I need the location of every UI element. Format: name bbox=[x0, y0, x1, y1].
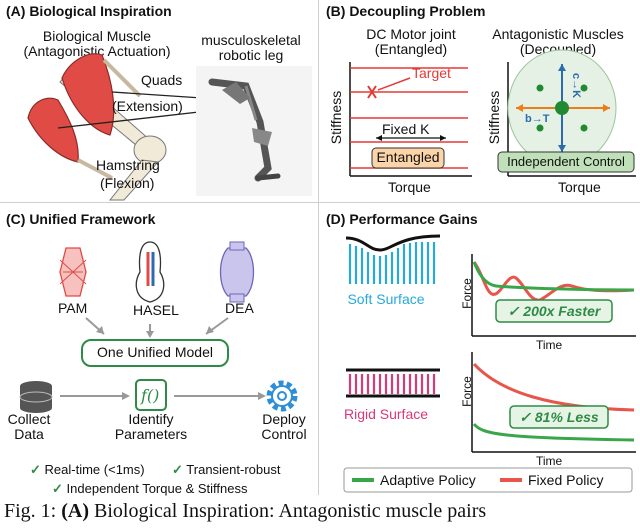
check-independent: ✓ Independent Torque & Stiffness bbox=[52, 481, 247, 496]
quads-label: Quads bbox=[141, 72, 183, 88]
f-symbol: f() bbox=[141, 386, 160, 405]
faster-badge: ✓ 200x Faster bbox=[507, 303, 601, 319]
vertical-divider bbox=[318, 0, 319, 495]
force-ylabel-bottom: Force bbox=[459, 376, 474, 407]
less-badge: ✓ 81% Less bbox=[519, 409, 599, 425]
deploy-control-label: Deploy Control bbox=[256, 412, 312, 442]
identify-line2: Parameters bbox=[114, 426, 188, 442]
horizontal-divider bbox=[0, 202, 640, 203]
check-realtime: ✓ Real-time (<1ms) bbox=[30, 462, 145, 477]
caption-bold: (A) bbox=[61, 500, 90, 522]
caption-lead: Fig. 1: bbox=[4, 500, 57, 522]
rigid-surface-label: Rigid Surface bbox=[343, 406, 429, 422]
torque-xlabel-right: Torque bbox=[558, 179, 601, 195]
soft-surface-label: Soft Surface bbox=[347, 291, 425, 307]
force-ylabel-top: Force bbox=[459, 278, 474, 309]
check-icon: ✓ bbox=[172, 462, 183, 477]
muscle-title: Biological Muscle (Antagonistic Actuatio… bbox=[12, 29, 182, 59]
deploy-line1: Deploy bbox=[262, 411, 306, 427]
check-transient-text: Transient-robust bbox=[186, 462, 281, 477]
independent-control-label: Independent Control bbox=[507, 154, 625, 169]
figure-caption: Fig. 1: (A) Biological Inspiration: Anta… bbox=[4, 500, 486, 523]
muscle-leg-illustration bbox=[27, 53, 312, 201]
stiffness-ylabel-right: Stiffness bbox=[486, 90, 503, 145]
check-transient: ✓ Transient-robust bbox=[172, 462, 280, 477]
dc-title-line2: (Entangled) bbox=[374, 41, 448, 57]
robot-leg-title: musculoskeletal robotic leg bbox=[186, 33, 316, 63]
collect-line1: Collect bbox=[7, 411, 51, 427]
collect-line2: Data bbox=[14, 426, 44, 442]
extension-label: (Extension) bbox=[112, 98, 183, 114]
hamstring-label: Hamstring bbox=[96, 157, 160, 173]
muscle-title-line1: Biological Muscle bbox=[42, 28, 152, 44]
b-t-label: b→T bbox=[525, 113, 550, 125]
hasel-label: HASEL bbox=[133, 302, 179, 318]
antagonistic-title: Antagonistic Muscles (Decoupled) bbox=[478, 27, 638, 57]
identify-parameters-label: Identify Parameters bbox=[106, 412, 196, 442]
target-label: Target bbox=[412, 65, 451, 81]
robot-title-line1: musculoskeletal bbox=[201, 32, 301, 48]
pam-label: PAM bbox=[58, 300, 88, 316]
decoupling-plots bbox=[349, 49, 636, 177]
muscle-title-line2: (Antagonistic Actuation) bbox=[23, 43, 171, 59]
flexion-label: (Flexion) bbox=[100, 175, 155, 191]
identify-line1: Identify bbox=[128, 411, 174, 427]
fixed-k-label: Fixed K bbox=[382, 121, 430, 137]
panel-c-title: (C) Unified Framework bbox=[6, 211, 156, 227]
torque-xlabel-left: Torque bbox=[388, 179, 431, 195]
deploy-line2: Control bbox=[261, 426, 307, 442]
check-independent-text: Independent Torque & Stiffness bbox=[66, 481, 248, 496]
legend-fixed: Fixed Policy bbox=[528, 472, 604, 488]
performance-plots bbox=[343, 234, 636, 493]
antag-title-line1: Antagonistic Muscles bbox=[492, 26, 624, 42]
collect-data-label: Collect Data bbox=[4, 412, 54, 442]
legend-adaptive: Adaptive Policy bbox=[380, 472, 476, 488]
caption-rest: Biological Inspiration: Antagonistic mus… bbox=[94, 500, 487, 522]
check-icon: ✓ bbox=[30, 462, 41, 477]
dc-motor-title: DC Motor joint (Entangled) bbox=[346, 27, 476, 57]
entangled-box-label: Entangled bbox=[376, 149, 440, 165]
dea-label: DEA bbox=[225, 300, 254, 316]
panel-b-title: (B) Decoupling Problem bbox=[326, 3, 486, 19]
c-k-label: c→K bbox=[570, 72, 583, 99]
framework-diagram bbox=[19, 241, 298, 413]
time-xlabel-top: Time bbox=[536, 338, 563, 352]
robot-title-line2: robotic leg bbox=[218, 47, 284, 63]
panel-a-title: (A) Biological Inspiration bbox=[6, 3, 172, 19]
unified-model-label: One Unified Model bbox=[97, 344, 213, 360]
check-icon: ✓ bbox=[52, 481, 63, 496]
stiffness-ylabel-left: Stiffness bbox=[328, 90, 345, 145]
check-realtime-text: Real-time (<1ms) bbox=[44, 462, 145, 477]
time-xlabel-bottom: Time bbox=[536, 454, 563, 468]
panel-d-title: (D) Performance Gains bbox=[326, 211, 478, 227]
dc-title-line1: DC Motor joint bbox=[366, 26, 456, 42]
